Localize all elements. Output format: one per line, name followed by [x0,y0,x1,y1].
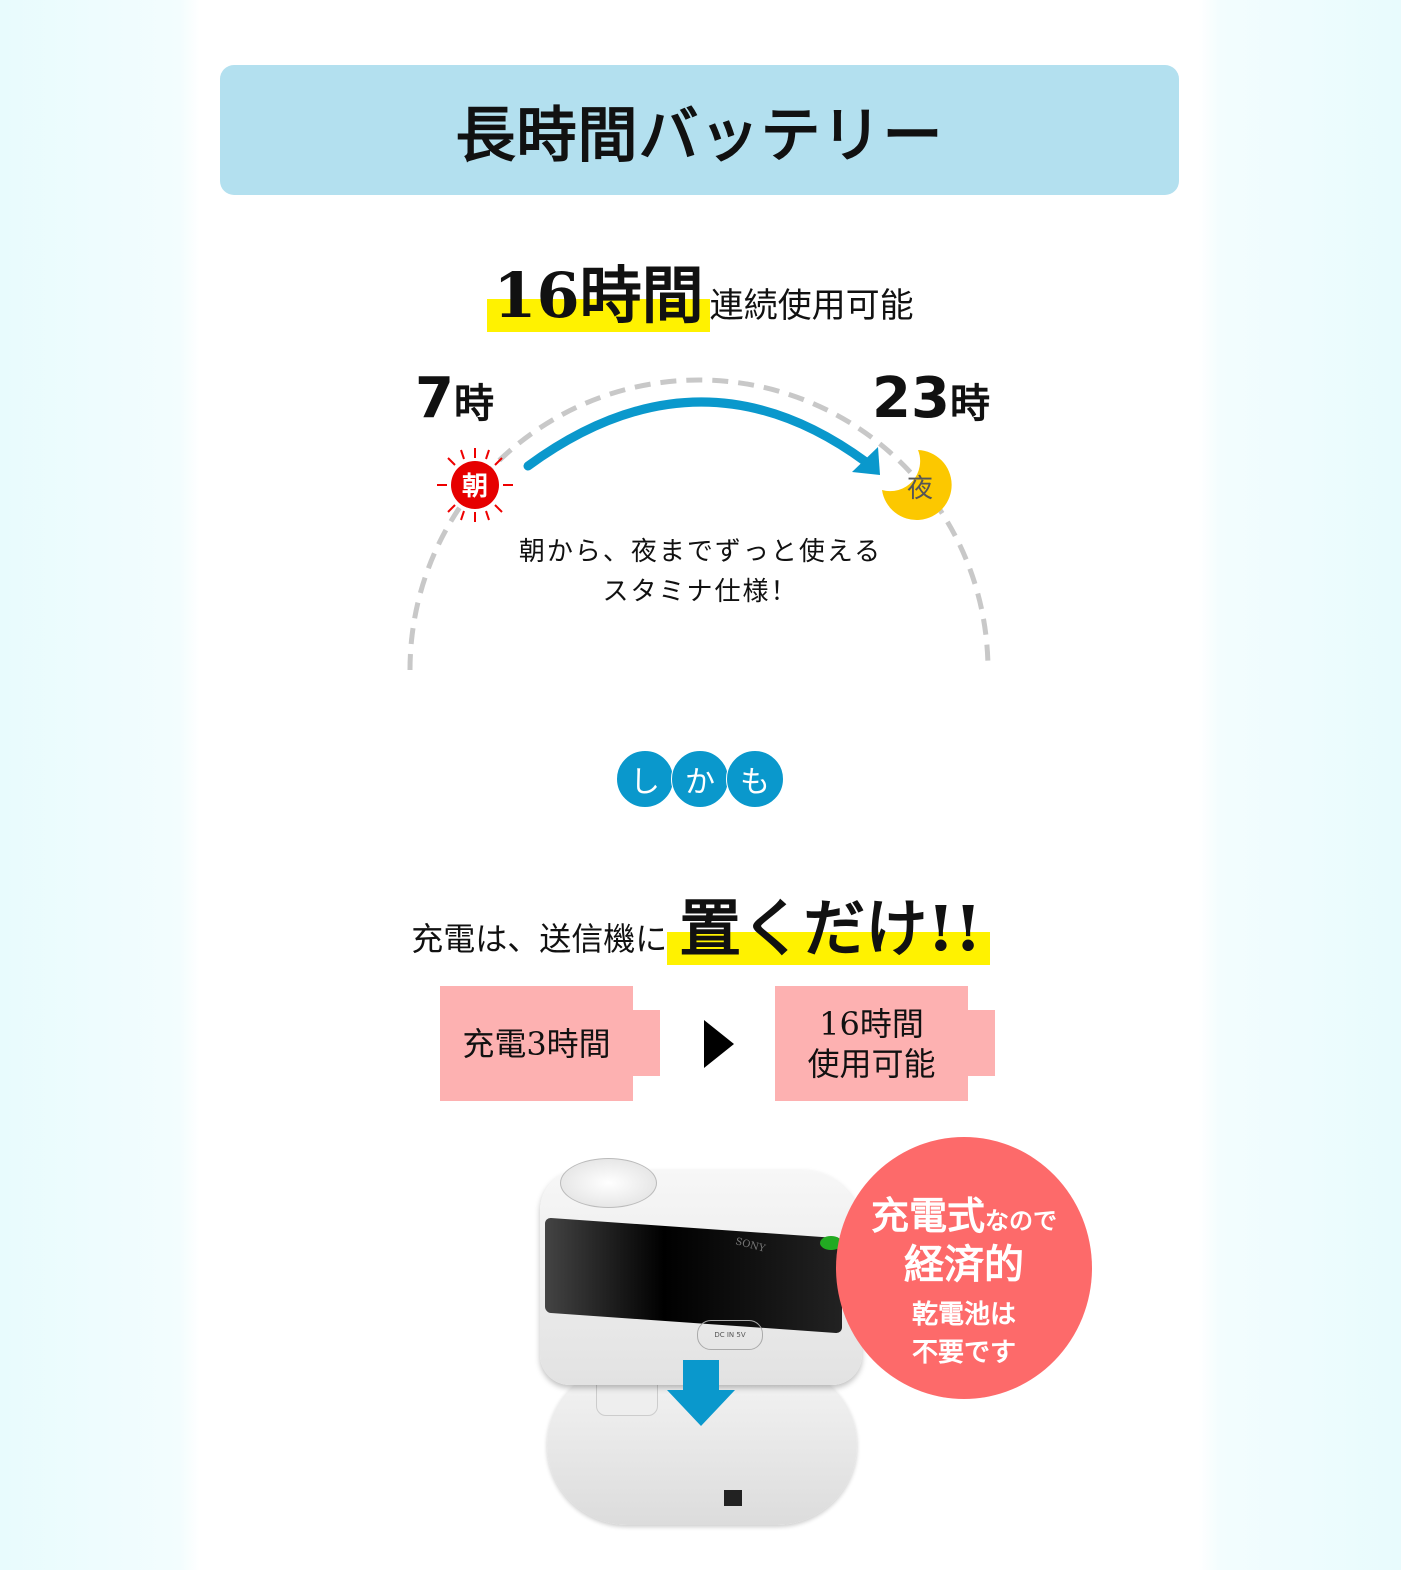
battery-use-time: 16時間使用可能 [775,986,968,1101]
section-title: 長時間バッテリー [455,100,944,171]
start-unit: 時 [453,381,494,427]
blue-arrow-arc [523,397,871,471]
battery-terminal [968,1010,995,1076]
badge-line1: 充電式なので [836,1185,1092,1240]
end-time: 23時 [872,366,990,431]
timeline-caption: 朝から、夜までずっと使える スタミナ仕様！ [0,532,1401,612]
charge-heading: 充電は、送信機に置くだけ!! [0,878,1401,968]
caption-line1: 朝から、夜までずっと使える [518,537,883,567]
badge-line4: 不要です [911,1338,1016,1368]
start-time: 7時 [415,366,494,431]
battery-terminal [633,1010,660,1076]
caption-line2: スタミナ仕様！ [602,577,799,607]
night-label: 夜 [906,474,933,504]
start-hour: 7 [415,366,454,431]
shikamo-char: か [671,750,729,808]
dc-in-port: DC IN 5V [697,1320,763,1350]
optical-port [724,1490,742,1506]
power-button[interactable] [820,1236,842,1250]
day-arc-diagram [407,377,991,671]
subtitle-text: 連続使用可能 [709,286,914,326]
battery-charge-time: 充電3時間 [440,986,633,1101]
badge-line1-small: なので [985,1207,1057,1235]
badge-line2: 経済的 [904,1242,1024,1288]
charge-time-label: 充電3時間 [462,1024,611,1063]
badge-line1-big: 充電式 [870,1194,985,1238]
shikamo-char: し [616,750,674,808]
end-unit: 時 [949,381,990,427]
volume-dial[interactable] [560,1158,657,1208]
subtitle: 16時間連続使用可能 [0,245,1401,335]
subtitle-highlight: 16時間 [487,259,710,332]
badge-line3: 乾電池は [911,1300,1016,1330]
economy-badge: 充電式なので 経済的 乾電池は 不要です [836,1137,1092,1399]
charge-text: 充電は、送信機に [411,920,668,958]
moon-icon [882,450,952,520]
down-arrow-icon [667,1360,735,1426]
morning-label: 朝 [461,472,488,502]
shikamo-badges: し か も [616,750,784,808]
arrow-head [852,447,880,475]
use-line1: 16時間 [819,1004,924,1043]
shikamo-char: も [726,750,784,808]
dashed-arc [407,377,991,671]
section-banner: 長時間バッテリー [220,65,1179,195]
charge-highlight: 置くだけ!! [667,892,990,965]
arrow-right-icon [704,1020,734,1068]
use-line2: 使用可能 [807,1044,936,1083]
end-hour: 23 [872,366,950,431]
dc-label: DC IN 5V [714,1331,746,1339]
sun-icon [437,448,513,522]
